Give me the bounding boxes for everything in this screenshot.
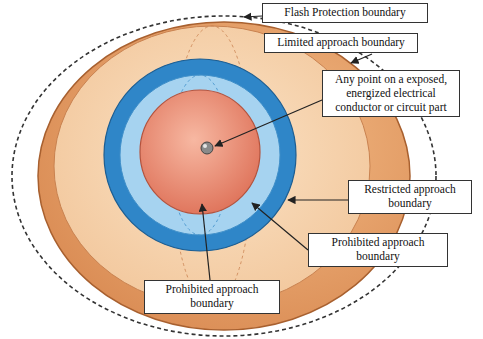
callout-text: Limited approach boundary <box>270 36 412 50</box>
restricted-sphere <box>104 59 296 251</box>
limited-sphere <box>38 22 410 330</box>
callout-text: Any point on a exposed, energized electr… <box>328 73 454 114</box>
callout-text: Prohibited approach boundary <box>150 283 274 311</box>
leader-line <box>252 203 308 250</box>
leader-line <box>351 54 372 63</box>
conductor-highlight <box>203 144 207 148</box>
callout-box: Flash Protection boundary <box>262 3 428 23</box>
callout-box: Prohibited approach boundary <box>308 233 448 267</box>
leader-line <box>202 204 210 280</box>
prohibited-shell <box>120 75 280 235</box>
flash-boundary-line <box>12 16 436 336</box>
prohibited-sphere <box>140 90 260 214</box>
callout-box: Any point on a exposed, energized electr… <box>322 70 460 117</box>
callout-text: Restricted approach boundary <box>354 183 466 211</box>
leader-line <box>215 100 322 146</box>
callout-text: Prohibited approach boundary <box>314 236 442 264</box>
callout-text: Flash Protection boundary <box>268 6 422 20</box>
callout-box: Restricted approach boundary <box>348 180 472 214</box>
leader-line <box>288 199 348 200</box>
callout-box: Limited approach boundary <box>264 33 418 53</box>
leader-line <box>244 16 262 17</box>
callout-box: Prohibited approach boundary <box>144 280 280 314</box>
conductor-point <box>201 142 213 154</box>
